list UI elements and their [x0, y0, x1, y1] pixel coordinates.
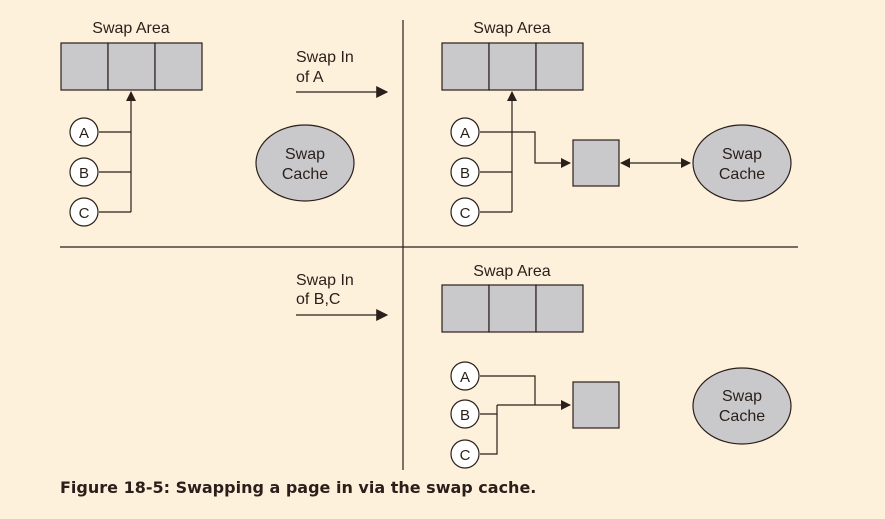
transition-label: of A [296, 69, 324, 86]
swap-area-label: Swap Area [473, 263, 550, 280]
process-label: A [79, 125, 89, 142]
process-b: B [450, 157, 480, 187]
swap-area-label: Swap Area [473, 20, 550, 37]
swap-area [441, 42, 584, 91]
process-label: A [460, 369, 470, 386]
swap-cache-label: Swap [722, 146, 762, 163]
swap-cache-label: Cache [282, 166, 328, 183]
swap-slot [441, 42, 490, 91]
swap-cache: Swap Cache [255, 124, 355, 202]
page-frame [572, 139, 620, 187]
process-label: C [460, 447, 471, 464]
swap-slot [154, 42, 203, 91]
panel-after-swap-in-a: Swap Area A B [441, 20, 792, 227]
swap-cache: Swap Cache [692, 124, 792, 202]
process-label: B [460, 165, 470, 182]
swap-slot [441, 284, 490, 333]
panel-after-swap-in-bc: Swap Area A B C [441, 263, 792, 469]
process-b: B [450, 399, 480, 429]
swap-slot [60, 42, 109, 91]
swap-slot [488, 284, 537, 333]
process-a: A [69, 117, 99, 147]
swap-cache-label: Swap [722, 388, 762, 405]
transition-swap-in-bc: Swap In of B,C [296, 272, 389, 321]
swap-cache: Swap Cache [692, 367, 792, 445]
process-a: A [450, 117, 480, 147]
connector [480, 405, 498, 415]
process-c: C [69, 197, 99, 227]
process-label: A [460, 125, 470, 142]
connector [480, 414, 498, 455]
transition-label: Swap In [296, 272, 354, 289]
transition-label: Swap In [296, 49, 354, 66]
process-c: C [450, 197, 480, 227]
connector-arrow [480, 131, 571, 168]
swap-cache-label: Swap [285, 146, 325, 163]
swap-cache-label: Cache [719, 408, 765, 425]
connector [480, 375, 536, 405]
process-label: C [79, 205, 90, 222]
process-label: B [460, 407, 470, 424]
page-frame [572, 381, 620, 429]
swap-area [60, 42, 203, 91]
transition-swap-in-a: Swap In of A [296, 49, 389, 98]
swap-area [441, 284, 584, 333]
swap-slot [488, 42, 537, 91]
process-a: A [450, 361, 480, 391]
process-label: B [79, 165, 89, 182]
swap-slot [535, 284, 584, 333]
process-label: C [460, 205, 471, 222]
panel-initial: Swap Area A B C [60, 20, 355, 227]
swap-slot [107, 42, 156, 91]
figure-caption: Figure 18-5: Swapping a page in via the … [60, 478, 537, 497]
process-b: B [69, 157, 99, 187]
swap-cache-label: Cache [719, 166, 765, 183]
swap-area-label: Swap Area [92, 20, 169, 37]
swap-slot [535, 42, 584, 91]
transition-label: of B,C [296, 291, 340, 308]
process-c: C [450, 439, 480, 469]
